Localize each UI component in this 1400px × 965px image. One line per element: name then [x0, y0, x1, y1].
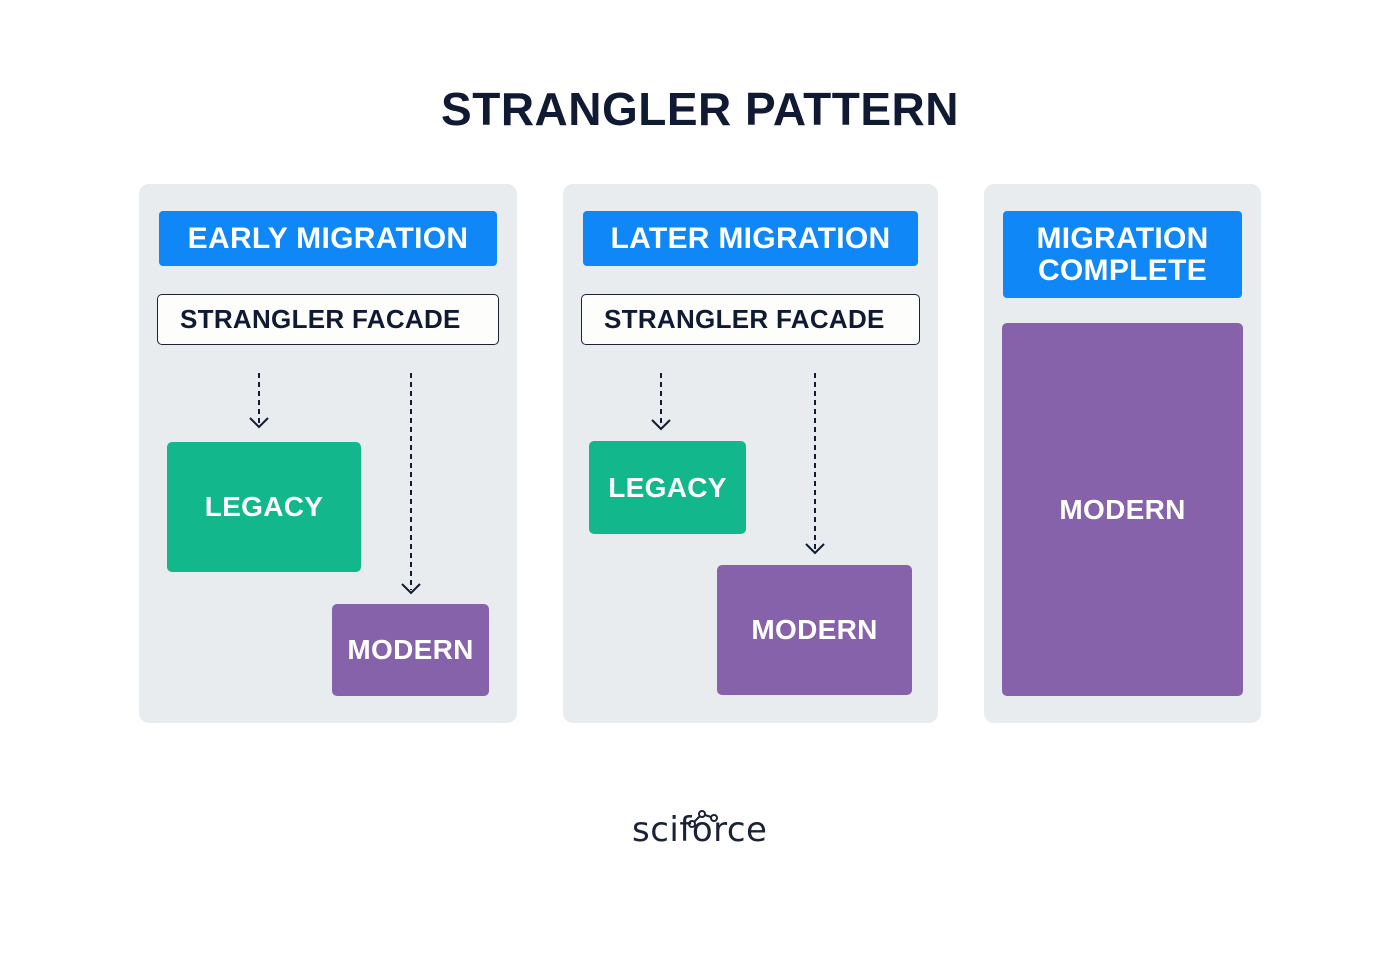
- logo-node-icon: [688, 810, 718, 828]
- strangler-facade-later: STRANGLER FACADE: [581, 294, 920, 345]
- modern-block-early: MODERN: [332, 604, 489, 696]
- legacy-block-later: LEGACY: [589, 441, 746, 534]
- stage-label-later: LATER MIGRATION: [583, 211, 918, 266]
- modern-block-later: MODERN: [717, 565, 912, 695]
- strangler-facade-early: STRANGLER FACADE: [157, 294, 499, 345]
- stage-label-early: EARLY MIGRATION: [159, 211, 497, 266]
- stage-label-complete: MIGRATION COMPLETE: [1003, 211, 1242, 298]
- logo-wordmark: sciforce: [632, 810, 768, 850]
- diagram-title: STRANGLER PATTERN: [441, 83, 959, 135]
- sciforce-logo: sciforce: [620, 800, 780, 860]
- modern-block-complete: MODERN: [1002, 323, 1243, 696]
- legacy-block-early: LEGACY: [167, 442, 361, 572]
